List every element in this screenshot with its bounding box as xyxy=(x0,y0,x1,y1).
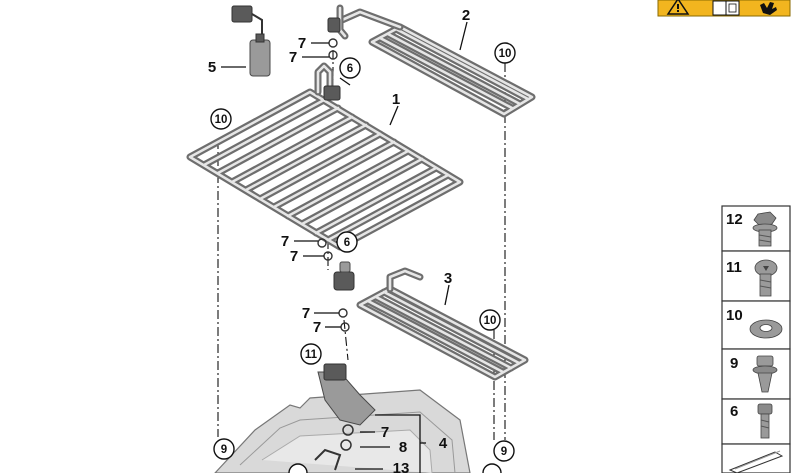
callout-3: 3 xyxy=(444,270,452,287)
bolt-socket-icon xyxy=(757,403,773,439)
plastic-clip-icon xyxy=(752,355,778,393)
circled-11: 11 xyxy=(305,349,318,361)
cooling-coil-3 xyxy=(333,261,529,381)
circled-6a: 6 xyxy=(347,63,353,75)
legend-item-12: 12 xyxy=(721,205,791,252)
glove-icon xyxy=(760,2,777,15)
callout-numbers: 2 1 3 5 7 7 7 7 7 7 7 8 13 4 xyxy=(208,7,470,473)
bracket-assembly-4 xyxy=(314,363,376,471)
svg-text:12: 12 xyxy=(726,211,743,228)
legend-item-11: 11 xyxy=(721,250,791,302)
callout-7c: 7 xyxy=(281,233,289,250)
callout-2: 2 xyxy=(462,7,470,24)
svg-text:6: 6 xyxy=(730,403,738,420)
circled-6b: 6 xyxy=(344,237,350,249)
warning-triangle-icon xyxy=(666,0,690,15)
warning-banner xyxy=(657,0,791,17)
callout-8: 8 xyxy=(399,439,407,456)
arrow-label-icon xyxy=(728,450,784,473)
callout-7g: 7 xyxy=(381,424,389,441)
circled-10a: 10 xyxy=(499,48,512,60)
callout-7e: 7 xyxy=(302,305,310,322)
callout-7b: 7 xyxy=(289,49,297,66)
callout-1: 1 xyxy=(392,91,400,108)
svg-text:9: 9 xyxy=(730,355,738,372)
legend-item-6: 6 xyxy=(721,398,791,445)
cooling-coil-2 xyxy=(327,4,536,118)
callout-4: 4 xyxy=(439,435,448,452)
washer-icon xyxy=(749,319,783,339)
sensor-5 xyxy=(231,5,271,77)
callout-13: 13 xyxy=(393,460,410,473)
circled-9b: 9 xyxy=(501,446,507,458)
parts-legend: 12 11 10 xyxy=(721,205,791,473)
callout-5: 5 xyxy=(208,59,216,76)
circled-10b: 10 xyxy=(215,114,228,126)
circled-callouts: 6 6 10 10 10 11 9 9 xyxy=(210,42,516,473)
circled-9a: 9 xyxy=(221,444,227,456)
svg-text:10: 10 xyxy=(726,307,743,324)
callout-7f: 7 xyxy=(313,319,321,336)
callout-7a: 7 xyxy=(298,35,306,52)
bolt-torx-icon xyxy=(754,259,778,297)
svg-text:11: 11 xyxy=(726,259,742,276)
callout-7d: 7 xyxy=(290,248,298,265)
legend-item-10: 10 xyxy=(721,300,791,350)
legend-item-9: 9 xyxy=(721,348,791,400)
manual-book-icon xyxy=(712,0,740,16)
bolt-flange-icon xyxy=(752,211,778,247)
circled-10c: 10 xyxy=(484,315,497,327)
cooling-coil-1 xyxy=(186,62,464,251)
legend-footer xyxy=(721,443,791,473)
